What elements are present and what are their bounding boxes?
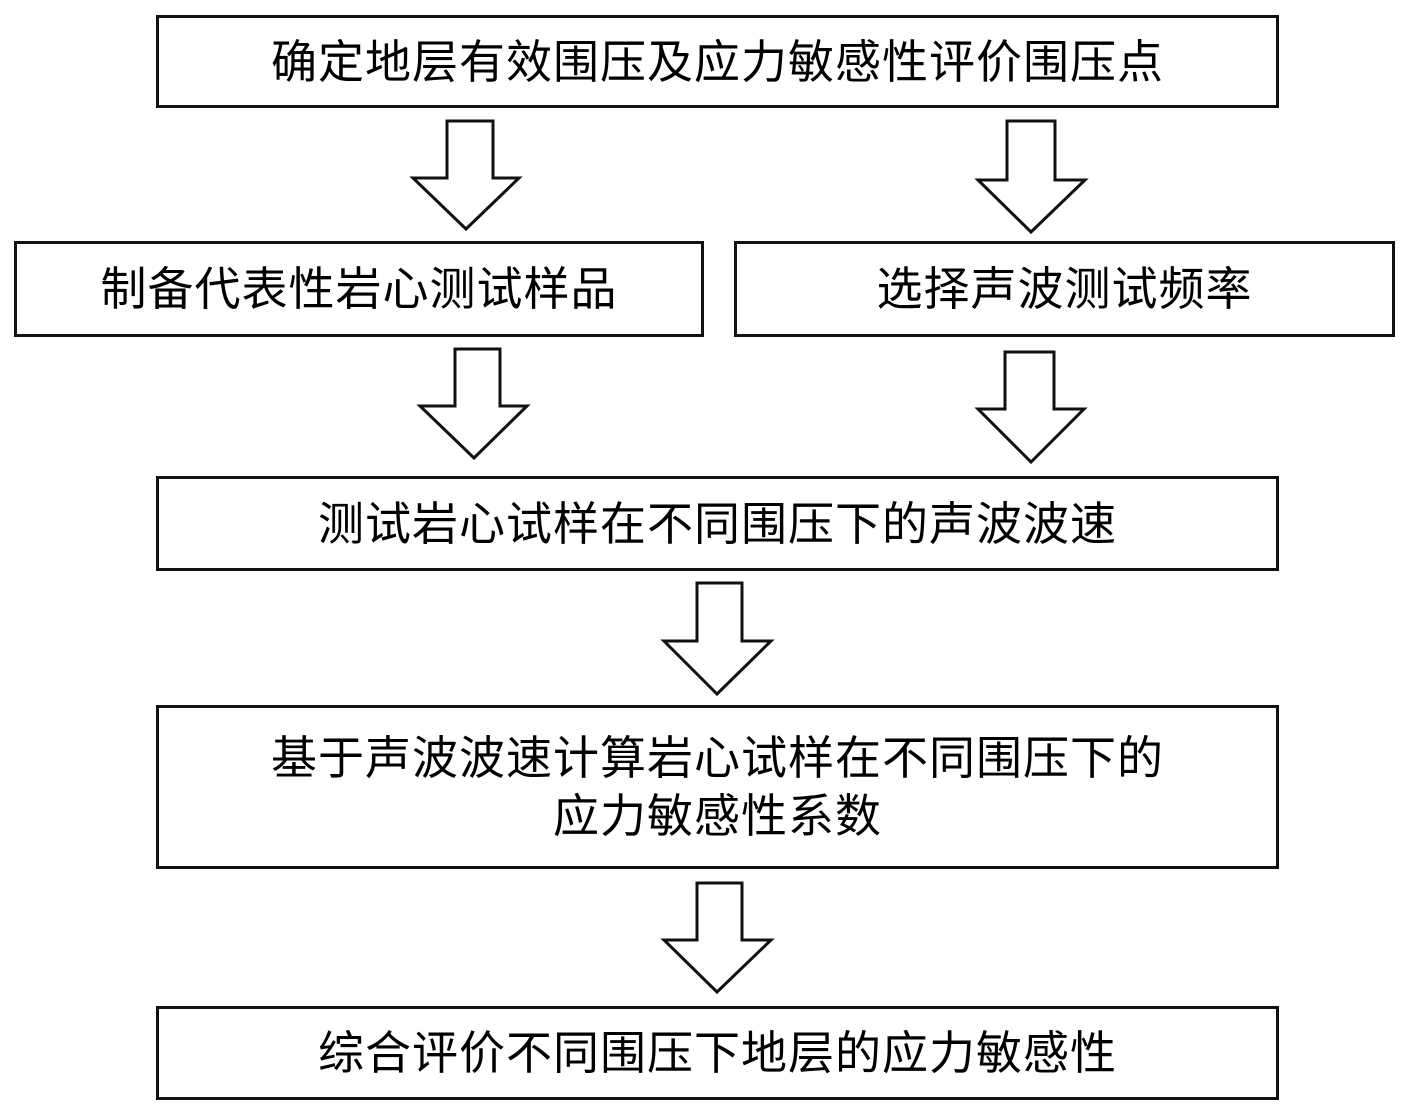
step-box-determine-confining-pressure: 确定地层有效围压及应力敏感性评价围压点 [156,15,1279,108]
step-label: 综合评价不同围压下地层的应力敏感性 [318,1026,1117,1080]
step-label-line-1: 基于声波波速计算岩心试样在不同围压下的 [271,731,1164,785]
arrow-step4-to-step5 [660,881,775,995]
step-box-calculate-stress-sensitivity: 基于声波波速计算岩心试样在不同围压下的 应力敏感性系数 [156,705,1279,869]
step-box-evaluate-stress-sensitivity: 综合评价不同围压下地层的应力敏感性 [156,1006,1279,1100]
step-box-prepare-core-samples: 制备代表性岩心测试样品 [14,241,704,337]
arrow-step2b-to-step3 [974,350,1088,465]
arrow-step2a-to-step3 [416,347,531,461]
step-label: 选择声波测试频率 [876,262,1253,316]
step-box-test-acoustic-velocity: 测试岩心试样在不同围压下的声波波速 [156,476,1279,571]
step-box-select-acoustic-frequency: 选择声波测试频率 [734,241,1395,337]
step-label: 制备代表性岩心测试样品 [100,262,618,316]
step-label: 确定地层有效围压及应力敏感性评价围压点 [271,34,1164,89]
step-label: 基于声波波速计算岩心试样在不同围压下的 应力敏感性系数 [251,729,1184,845]
arrow-step3-to-step4 [660,581,775,697]
step-label-line-2: 应力敏感性系数 [553,789,882,843]
step-label: 测试岩心试样在不同围压下的声波波速 [318,496,1117,551]
arrow-step1-to-step2a [409,119,523,232]
arrow-step1-to-step2b [974,119,1089,235]
